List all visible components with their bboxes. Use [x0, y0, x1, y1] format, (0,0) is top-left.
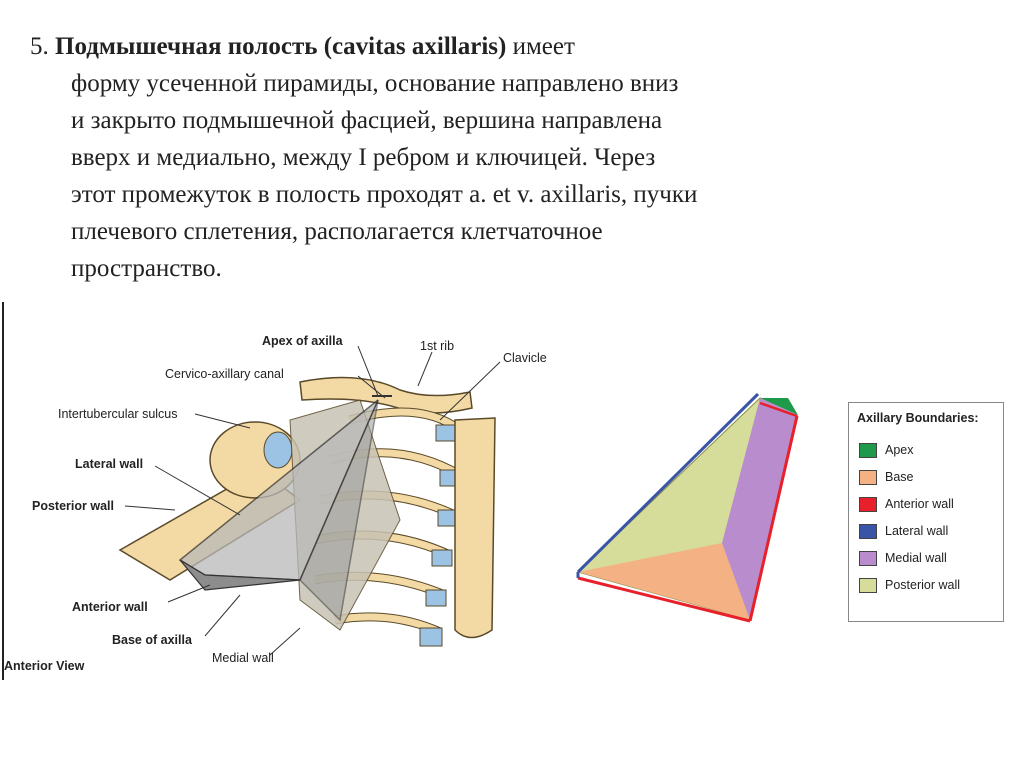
- paragraph-line-4: вверх и медиально, между I ребром и ключ…: [30, 139, 980, 176]
- legend-item: Apex: [859, 441, 914, 459]
- legend-swatch: [859, 443, 877, 458]
- legend-item: Posterior wall: [859, 576, 960, 594]
- legend-item: Lateral wall: [859, 522, 948, 540]
- label-medial-wall: Medial wall: [212, 651, 274, 665]
- paragraph-line-7: пространство.: [30, 250, 980, 287]
- legend-title: Axillary Boundaries:: [857, 411, 979, 425]
- legend-label: Anterior wall: [885, 497, 954, 511]
- legend-item: Base: [859, 468, 914, 486]
- label-anterior-view: Anterior View: [4, 659, 85, 673]
- legend-item: Anterior wall: [859, 495, 954, 513]
- paragraph-line-2: форму усеченной пирамиды, основание напр…: [30, 65, 980, 102]
- label-apex-of-axilla: Apex of axilla: [262, 334, 344, 348]
- legend-label: Medial wall: [885, 551, 947, 565]
- label-lateral-wall: Lateral wall: [75, 457, 143, 471]
- label-anterior-wall: Anterior wall: [72, 600, 148, 614]
- legend-swatch: [859, 551, 877, 566]
- paragraph-line-1: 5. Подмышечная полость (cavitas axillari…: [30, 28, 980, 65]
- term-title: Подмышечная полость (cavitas axillaris): [55, 33, 506, 60]
- paragraph-line-6: плечевого сплетения, располагается клетч…: [30, 213, 980, 250]
- label-base-of-axilla: Base of axilla: [112, 633, 193, 647]
- legend-swatch: [859, 497, 877, 512]
- legend-label: Apex: [885, 443, 914, 457]
- label-cervico-axillary-canal: Cervico-axillary canal: [165, 367, 284, 381]
- legend-swatch: [859, 470, 877, 485]
- label-clavicle: Clavicle: [503, 351, 547, 365]
- legend-label: Posterior wall: [885, 578, 960, 592]
- legend-label: Lateral wall: [885, 524, 948, 538]
- legend-swatch: [859, 578, 877, 593]
- item-number: 5.: [30, 33, 49, 60]
- label-intertubercular-sulcus: Intertubercular sulcus: [58, 407, 178, 421]
- paragraph-line-3: и закрыто подмышечной фасцией, вершина н…: [30, 102, 980, 139]
- slide-paragraph: 5. Подмышечная полость (cavitas axillari…: [30, 28, 980, 287]
- legend-swatch: [859, 524, 877, 539]
- pyramid-schematic: [578, 394, 798, 621]
- label-first-rib: 1st rib: [420, 339, 454, 353]
- label-posterior-wall: Posterior wall: [32, 499, 114, 513]
- legend-item: Medial wall: [859, 549, 947, 567]
- line1-rest: имеет: [506, 33, 575, 60]
- legend-label: Base: [885, 470, 914, 484]
- paragraph-line-5: этот промежуток в полость проходят a. et…: [30, 176, 980, 213]
